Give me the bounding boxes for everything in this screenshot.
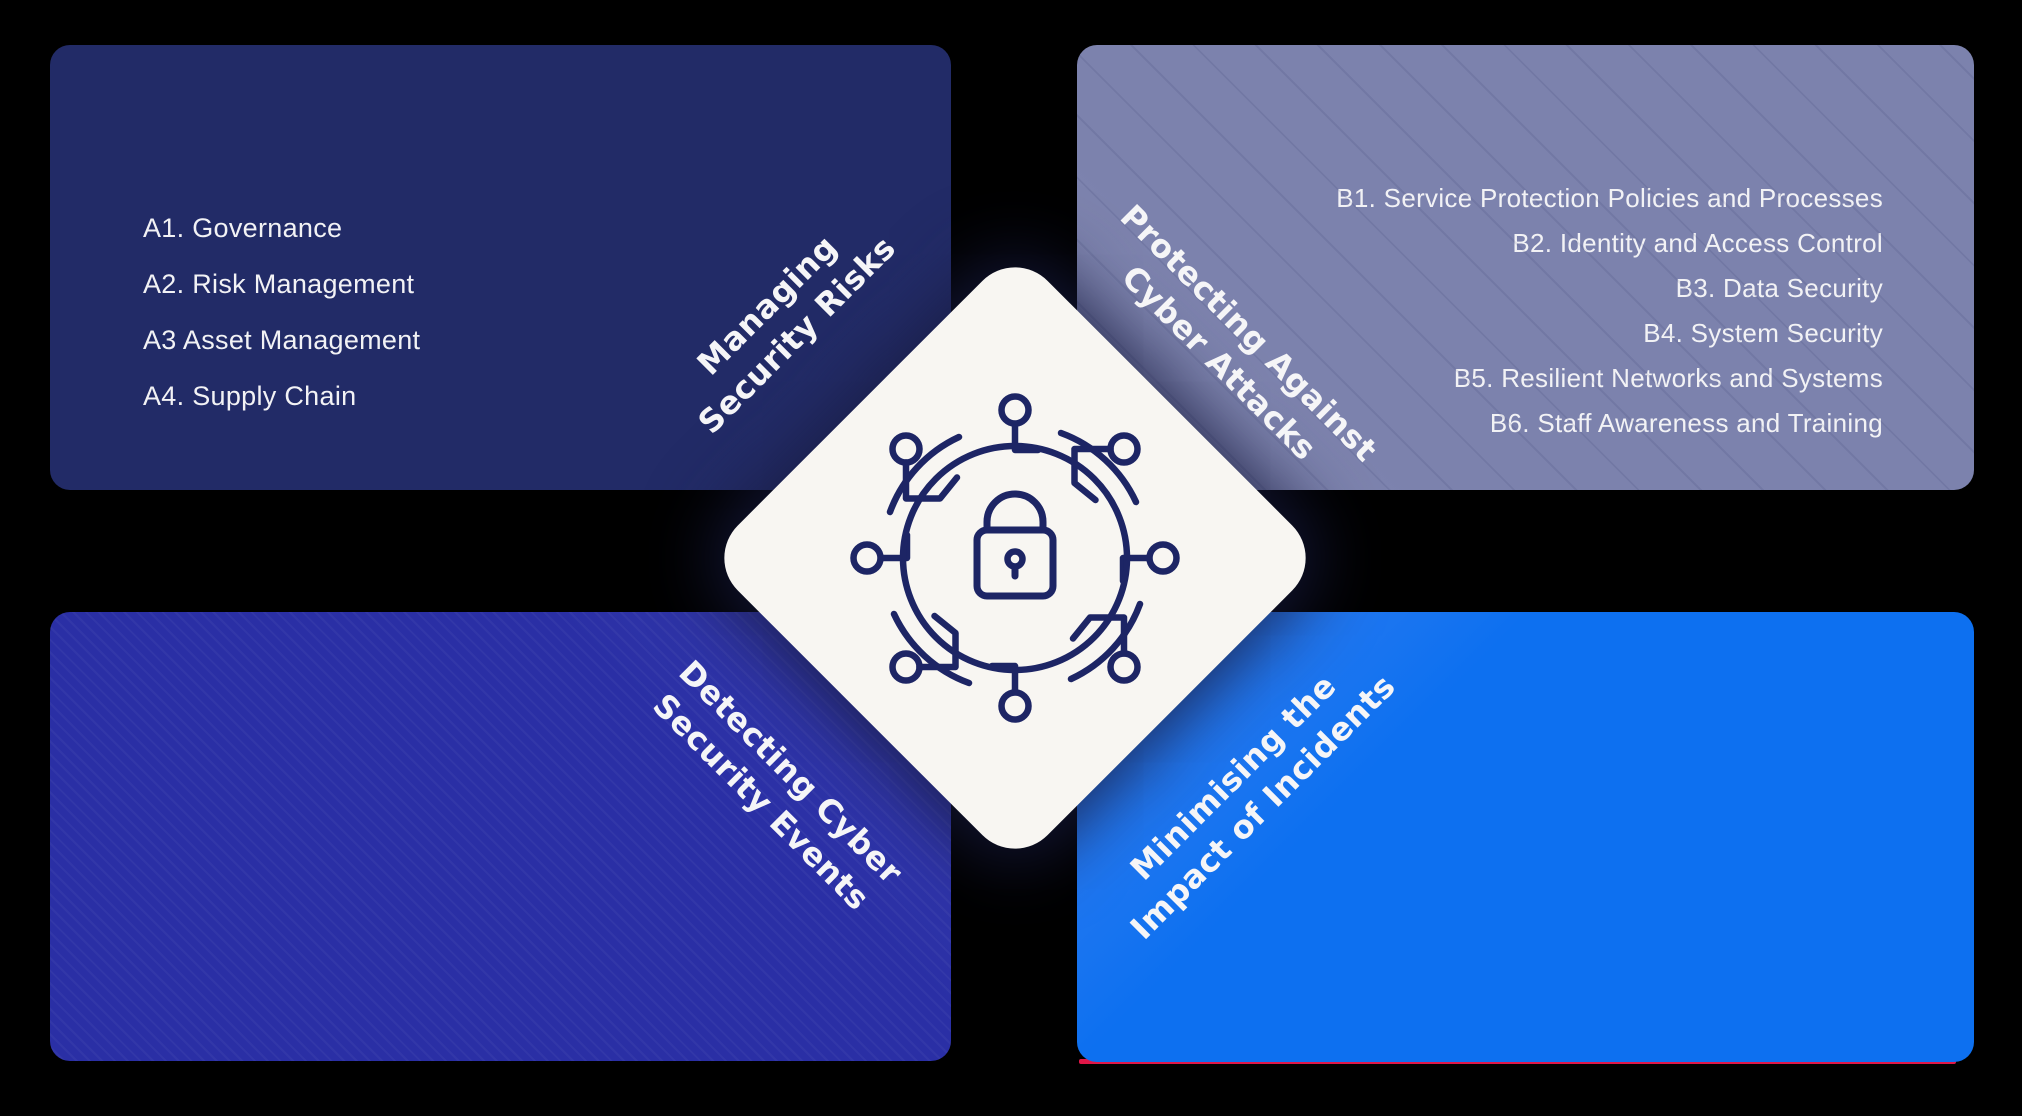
padlock-icon [973,490,1057,600]
list-item: B2. Identity and Access Control [1512,228,1883,258]
list-item: B1. Service Protection Policies and Proc… [1336,183,1883,213]
quadrant-protecting-against-cyber-attacks: B1. Service Protection Policies and Proc… [1077,45,1974,490]
list-item: A3 Asset Management [143,325,421,355]
lock-network-icon [835,378,1195,738]
protecting-attacks-item-list: B1. Service Protection Policies and Proc… [1336,176,1883,446]
list-item: B5. Resilient Networks and Systems [1453,363,1883,393]
list-item: A2. Risk Management [143,269,415,299]
list-item: B6. Staff Awareness and Training [1489,408,1883,438]
list-item: A4. Supply Chain [143,381,357,411]
icon-ring [899,442,1131,674]
list-item: A1. Governance [143,213,343,243]
list-item: B4. System Security [1643,318,1883,348]
quadrant-detecting-cyber-security-events: C1. Security MonitoringC2. Proative Secu… [50,612,951,1061]
lock-network-svg [835,378,1195,738]
quadrant-minimising-impact-of-incidents: D1. Response & Recovery PlanningD2. Less… [1077,612,1974,1062]
list-item: B3. Data Security [1675,273,1883,303]
